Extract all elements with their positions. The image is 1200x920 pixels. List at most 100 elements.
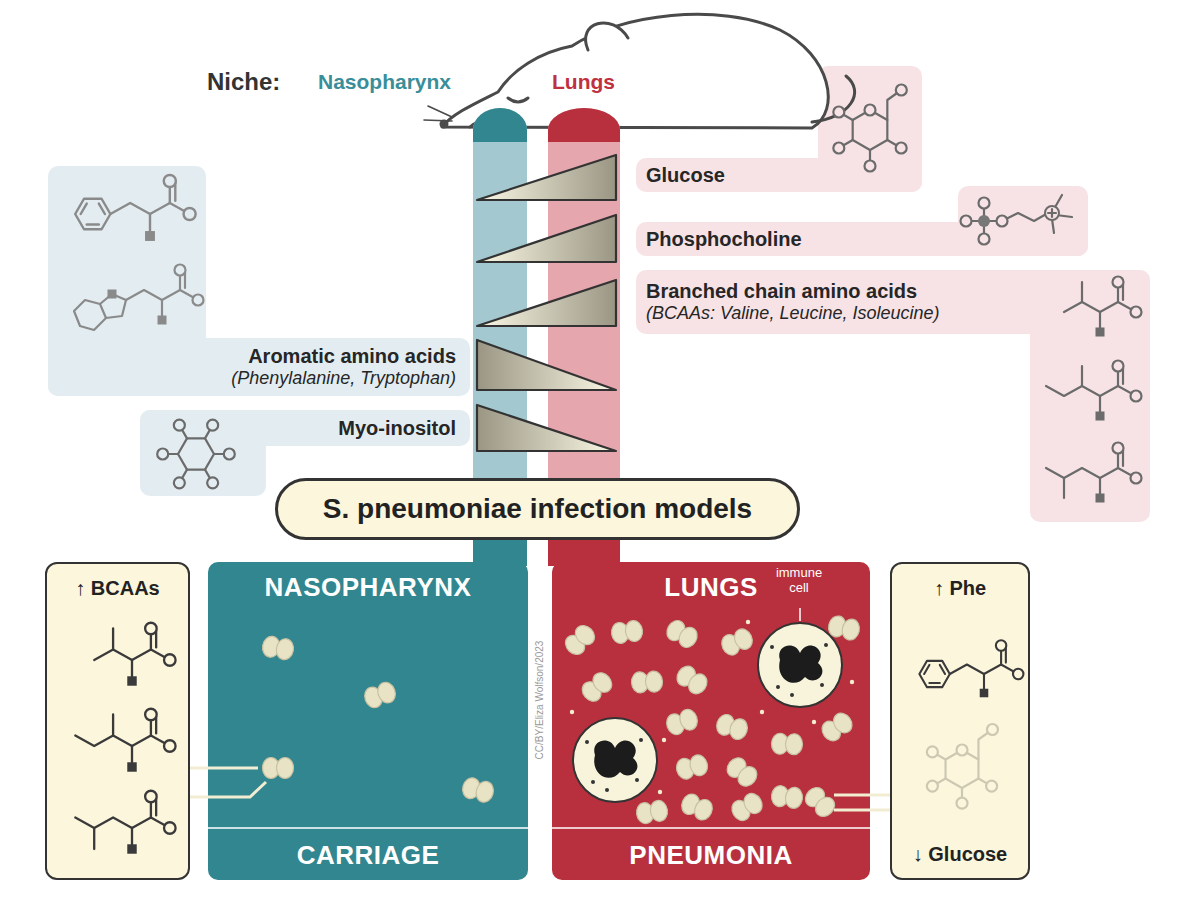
mouse-whiskers: [424, 106, 452, 121]
bond: [1064, 302, 1100, 312]
oxygen-atom: [193, 295, 204, 306]
panel-background: [958, 186, 1088, 256]
mouse-tail: [812, 76, 855, 122]
coccus: [677, 707, 700, 732]
nitrogen-atom: [980, 689, 989, 698]
leader-line: [208, 768, 266, 797]
oxygen-atom: [1131, 307, 1142, 318]
phosphorus-atom: [978, 215, 990, 227]
oxygen-atom: [175, 265, 186, 276]
node-title: S. pneumoniae infection models: [323, 492, 752, 526]
coccus: [685, 670, 711, 697]
abundance-wedge: [477, 215, 616, 262]
abundance-wedge: [477, 155, 616, 200]
oxygen-atom: [865, 161, 876, 172]
oxygen-atom: [996, 640, 1006, 650]
connector-line: [190, 768, 208, 797]
oxygen-atom: [833, 107, 844, 118]
amino-acid-structure: [75, 175, 195, 241]
granule: [820, 683, 824, 687]
panel-background: [48, 166, 206, 396]
connector-line: [870, 795, 890, 810]
oxygen-atom: [157, 449, 168, 460]
pneumococcus: [635, 799, 669, 825]
node-title: NASOPHARYNX: [265, 572, 472, 603]
oxygen-atom: [1113, 443, 1124, 454]
bond: [75, 199, 110, 229]
granule: [591, 780, 595, 784]
oxygen-atom: [207, 420, 218, 431]
oxygen-atom: [957, 745, 968, 756]
oxygen-atom: [1131, 473, 1142, 484]
oxygen-atom: [145, 709, 157, 721]
node-title: ↑ Phe: [934, 576, 986, 600]
bond: [950, 665, 984, 675]
bond: [919, 661, 949, 687]
pneumococcus: [771, 733, 803, 755]
pneumococcus: [674, 753, 709, 781]
bond: [924, 665, 929, 674]
bond: [87, 223, 99, 225]
node-title: Myo-inositol: [338, 416, 456, 440]
node-title: Phosphocholine: [646, 227, 802, 251]
bond: [94, 650, 132, 661]
gradient-wedges: [477, 155, 616, 451]
debris-dot: [662, 738, 666, 742]
coccus: [474, 779, 496, 804]
pneumococcus: [679, 791, 716, 822]
bond: [81, 204, 87, 214]
coccus: [731, 626, 755, 652]
coccus: [277, 758, 294, 779]
amino-acid-structure: [94, 623, 175, 686]
oxygen-atom: [997, 216, 1008, 227]
pneumococcus: [263, 758, 294, 779]
node-title: ↑ BCAAs: [75, 576, 159, 600]
pneumococcus: [673, 663, 710, 698]
debris-dot: [746, 620, 750, 624]
mouse-ear: [586, 23, 628, 50]
coccus: [375, 680, 398, 706]
niche-heading: Niche:: [207, 68, 280, 96]
bond: [99, 204, 105, 214]
cell-nucleus: [779, 646, 822, 683]
bond: [1002, 213, 1048, 221]
bond: [74, 300, 106, 330]
nitrogen-atom: [1096, 328, 1105, 337]
granule: [790, 693, 794, 697]
pneumococcus: [610, 619, 644, 644]
pneumococcus: [770, 785, 803, 810]
oxygen-atom: [896, 85, 907, 96]
callout-box: ↑ BCAAs: [45, 562, 190, 880]
oxygen-atom: [979, 234, 990, 245]
coccus: [589, 669, 616, 696]
coccus: [692, 797, 716, 823]
coccus: [649, 799, 669, 822]
bond: [112, 629, 114, 650]
node-subtitle: (Phenylalanine, Tryptophan): [231, 368, 456, 390]
oxygen-atom: [207, 477, 218, 488]
oxygen-atom: [1013, 669, 1023, 679]
coccus: [688, 753, 710, 777]
oxygen-atom: [184, 208, 196, 220]
nitrogen-atom: [1045, 206, 1059, 220]
nitrogen-atom: [108, 290, 117, 299]
pneumococcus: [664, 707, 700, 737]
node-illustration: [892, 564, 1032, 882]
node-title: Branched chain amino acids: [646, 279, 917, 303]
granule: [635, 778, 639, 782]
bond: [1046, 468, 1100, 478]
oxygen-atom: [1113, 361, 1124, 372]
node-title: Aromatic amino acids: [248, 344, 456, 368]
oxygen-atom: [145, 623, 157, 635]
oxygen-atom: [957, 798, 968, 809]
bond: [93, 828, 95, 849]
immune-cell: [573, 718, 657, 802]
bond: [75, 736, 113, 747]
coccus: [624, 619, 644, 642]
coccus: [676, 624, 701, 651]
oxygen-atom: [987, 724, 998, 735]
cell-membrane: [573, 718, 657, 802]
oxygen-atom: [979, 198, 990, 209]
metabolite-panel: Aromatic amino acids(Phenylalanine, Tryp…: [48, 338, 470, 396]
